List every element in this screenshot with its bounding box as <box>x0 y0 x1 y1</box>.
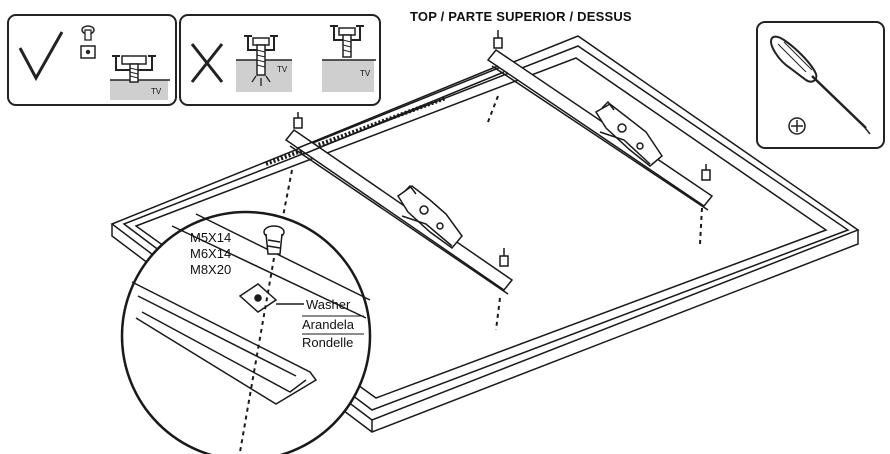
tv-label: TV <box>277 65 288 74</box>
orientation-label: TOP / PARTE SUPERIOR / DESSUS <box>410 9 632 24</box>
washer-icon <box>238 283 278 313</box>
long-screw-icon <box>244 35 278 86</box>
tool-panel <box>756 21 885 149</box>
screw-size-list: M5X14 M6X14 M8X20 <box>190 230 231 277</box>
wrong-mounting-panel: TV TV <box>179 14 381 106</box>
washer-labels: Washer Arandela Rondelle <box>276 297 364 350</box>
bracket-screw-icon <box>112 55 156 83</box>
check-mark-icon <box>18 31 64 82</box>
washer-label-es: Arandela <box>302 317 355 332</box>
detail-magnifier <box>120 210 372 454</box>
x-mark-icon <box>190 43 224 83</box>
screw-size-m6x14: M6X14 <box>190 246 231 261</box>
insertion-guides <box>279 95 703 331</box>
washer-label-en: Washer <box>306 297 351 312</box>
tv-label: TV <box>360 69 371 78</box>
rail-screws <box>293 30 711 267</box>
phillips-screwdriver-icon <box>770 35 871 135</box>
screw-size-m8x20: M8X20 <box>190 262 231 277</box>
left-hook-assembly <box>396 184 463 250</box>
screw-size-m5x14: M5X14 <box>190 230 231 245</box>
right-hook-assembly <box>594 100 663 167</box>
tv-label: TV <box>151 87 162 96</box>
screw-washer-icon <box>80 25 96 59</box>
correct-mounting-panel: TV <box>7 14 177 106</box>
screw-icon <box>263 225 285 255</box>
short-screw-icon <box>330 25 364 58</box>
washer-label-fr: Rondelle <box>302 335 353 350</box>
phillips-head-symbol-icon <box>788 117 806 135</box>
mounting-rails <box>284 48 714 295</box>
